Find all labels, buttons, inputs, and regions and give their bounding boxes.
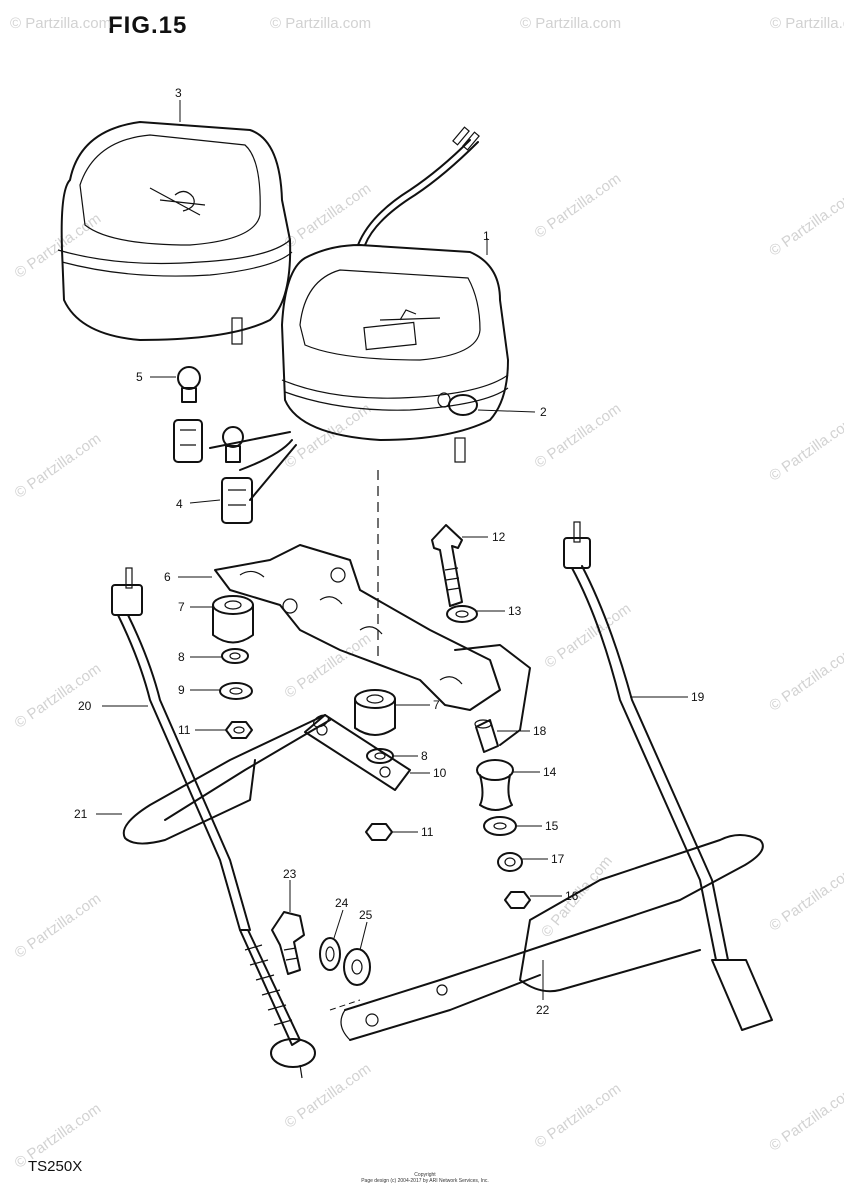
callout-24: 24 (335, 896, 349, 910)
callout-11-right: 11 (421, 825, 434, 839)
watermark: © Partzilla.com (282, 400, 375, 472)
gauge-housing-right (281, 126, 509, 463)
copyright-line: Copyright (414, 1172, 436, 1178)
watermark: © Partzilla.com (12, 210, 105, 282)
nut-11-left (225, 721, 253, 739)
watermark: © Partzilla.com (766, 863, 844, 935)
callout-1: 1 (483, 229, 490, 243)
callout-7-left: 7 (178, 600, 185, 614)
speedometer-cable (111, 567, 316, 1079)
gauge-housing-left (57, 121, 293, 345)
watermark: © Partzilla.com (12, 890, 105, 962)
model-number: TS250X (28, 1158, 83, 1175)
callout-18: 18 (533, 724, 547, 738)
callout-16: 16 (565, 889, 579, 903)
watermark: © Partzilla.com (12, 660, 105, 732)
copyright-notice: Copyright Page design (c) 2004-2017 by A… (340, 1172, 510, 1184)
washer-13 (446, 605, 478, 623)
callout-3: 3 (175, 86, 182, 100)
leader-lines (96, 100, 688, 1000)
washer-9 (219, 682, 253, 700)
watermark: © Partzilla.com (766, 188, 844, 260)
callout-8-left: 8 (178, 650, 185, 664)
bulb-and-socket-lower (209, 426, 297, 524)
watermark: © Partzilla.com (766, 1083, 844, 1155)
rubber-cushion-left (212, 595, 254, 644)
figure-title: FIG.15 (108, 12, 188, 39)
callout-8-right: 8 (421, 749, 428, 763)
callout-17: 17 (551, 852, 565, 866)
nut-16 (504, 891, 531, 909)
watermark: © Partzilla.com (770, 15, 844, 32)
watermark: © Partzilla.com (766, 413, 844, 485)
callout-19: 19 (691, 690, 705, 704)
callout-14: 14 (543, 765, 557, 779)
bolt-12 (431, 524, 463, 607)
watermark: © Partzilla.com (520, 15, 621, 32)
callout-11-left: 11 (178, 723, 191, 737)
watermark: © Partzilla.com (532, 170, 625, 242)
callout-2: 2 (540, 405, 547, 419)
callout-10: 10 (433, 766, 447, 780)
nut-11-right (365, 823, 393, 841)
callout-21: 21 (74, 807, 88, 821)
callout-5: 5 (136, 370, 143, 384)
callout-25: 25 (359, 908, 373, 922)
collar-18 (474, 719, 499, 753)
callout-4: 4 (176, 497, 183, 511)
meter-bracket (214, 544, 531, 746)
washer-24 (319, 937, 341, 971)
callout-9: 9 (178, 683, 185, 697)
watermark-layer: © Partzilla.com © Partzilla.com © Partzi… (10, 15, 844, 1172)
callout-13: 13 (508, 604, 522, 618)
watermark: © Partzilla.com (12, 430, 105, 502)
rubber-cushion-right (354, 689, 396, 736)
callout-23: 23 (283, 867, 297, 881)
watermark: © Partzilla.com (270, 15, 371, 32)
callout-12: 12 (492, 530, 506, 544)
cable-guide-21 (122, 714, 331, 845)
reset-knob (437, 392, 478, 416)
washer-17 (497, 852, 523, 872)
washer-25 (343, 948, 371, 986)
watermark: © Partzilla.com (282, 630, 375, 702)
watermark: © Partzilla.com (532, 1080, 625, 1152)
copyright-line: Page design (c) 2004-2017 by ARI Network… (361, 1178, 489, 1184)
callout-6: 6 (164, 570, 171, 584)
watermark: © Partzilla.com (282, 1060, 375, 1132)
tachometer-cable (563, 521, 773, 1031)
bolt-23 (271, 911, 305, 975)
cable-guide-22 (329, 834, 764, 1041)
grommet-14 (476, 759, 514, 811)
watermark: © Partzilla.com (766, 643, 844, 715)
callout-20: 20 (78, 699, 92, 713)
washer-15 (483, 816, 517, 836)
callout-22: 22 (536, 1003, 550, 1017)
washer-8-left (221, 648, 249, 664)
callout-15: 15 (545, 819, 559, 833)
callout-7-right: 7 (433, 698, 440, 712)
bulb-and-socket-upper (173, 366, 203, 463)
watermark: © Partzilla.com (10, 15, 111, 32)
callout-labels: 3 1 2 5 4 6 7 8 9 11 7 8 10 11 12 13 18 … (74, 86, 705, 1017)
